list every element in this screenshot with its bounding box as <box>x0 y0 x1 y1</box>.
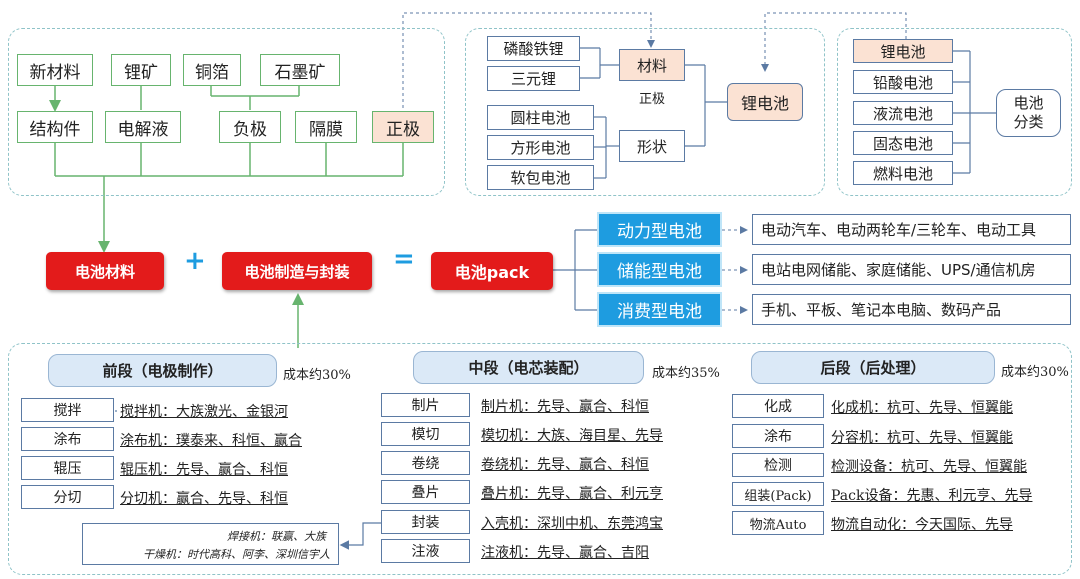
back-step-desc: 检测设备：杭可、先导、恒翼能 <box>831 459 1027 475</box>
copper-foil-box: 铜箔 <box>183 54 241 86</box>
back-step: 涂布 <box>732 424 824 448</box>
front-step-desc: 辊压机：先导、赢合、科恒 <box>120 462 288 478</box>
battery-pack-node: 电池pack <box>431 252 553 290</box>
li-battery-panel <box>465 28 825 196</box>
front-stage-cost: 成本约30% <box>283 368 351 383</box>
fuel-battery-box: 燃料电池 <box>853 161 953 185</box>
battery-category-panel <box>837 28 1072 196</box>
cathode-label: 正极 <box>638 92 665 107</box>
process-panel <box>8 343 1072 575</box>
front-step: 分切 <box>21 485 114 509</box>
middle-step-desc: 模切机：大族、海目星、先导 <box>481 428 663 444</box>
back-step-desc: 物流自动化：今天国际、先导 <box>831 517 1013 533</box>
back-step-desc: 化成机：杭可、先导、恒翼能 <box>831 400 1013 416</box>
back-step-desc: 分容机：杭可、先导、恒翼能 <box>831 430 1013 446</box>
back-step: 检测 <box>732 453 824 477</box>
new-material-box: 新材料 <box>17 54 93 86</box>
front-step-desc: 搅拌机：大族激光、金银河 <box>120 404 288 420</box>
flow-battery-box: 液流电池 <box>853 101 953 125</box>
cathode-box: 正极 <box>372 111 434 143</box>
anode-box: 负极 <box>219 111 281 143</box>
front-step-desc: 分切机：赢合、先导、科恒 <box>120 491 288 507</box>
power-apps-box: 电动汽车、电动两轮车/三轮车、电动工具 <box>752 214 1071 245</box>
middle-step-desc: 卷绕机：先导、赢合、科恒 <box>481 457 649 473</box>
battery-materials-node: 电池材料 <box>46 252 164 290</box>
consumer-battery-box: 消费型电池 <box>597 292 722 327</box>
welding-note-line: 焊接机：联赢、大族 <box>227 530 326 543</box>
back-step: 组装(Pack) <box>732 482 824 506</box>
front-step: 涂布 <box>21 427 114 451</box>
li-battery-box: 锂电池 <box>727 83 803 121</box>
middle-step-desc: 制片机：先导、赢合、科恒 <box>481 399 649 415</box>
storage-apps-box: 电站电网储能、家庭储能、UPS/通信机房 <box>752 254 1071 285</box>
front-step-desc: 涂布机：璞泰来、科恒、赢合 <box>120 433 302 449</box>
middle-step: 注液 <box>381 539 470 563</box>
material-box: 材料 <box>619 49 685 81</box>
separator-box: 隔膜 <box>295 111 357 143</box>
prismatic-box: 方形电池 <box>487 135 594 160</box>
back-stage-title: 后段（后处理） <box>751 351 995 384</box>
shape-box: 形状 <box>619 130 685 162</box>
electrolyte-box: 电解液 <box>105 111 181 143</box>
middle-stage-title: 中段（电芯装配） <box>413 351 644 384</box>
ternary-box: 三元锂 <box>487 66 580 91</box>
middle-step: 叠片 <box>381 480 470 504</box>
lithium-ore-box: 锂矿 <box>111 54 171 86</box>
back-step: 化成 <box>732 394 824 418</box>
battery-category-box: 电池 分类 <box>996 89 1061 137</box>
consumer-apps-box: 手机、平板、笔记本电脑、数码产品 <box>752 294 1071 325</box>
middle-step-desc: 注液机：先导、赢合、吉阳 <box>481 545 649 561</box>
middle-stage-cost: 成本约35% <box>652 366 720 381</box>
lead-acid-box: 铅酸电池 <box>853 70 953 94</box>
back-step: 物流Auto <box>732 511 824 535</box>
middle-step: 模切 <box>381 422 470 446</box>
middle-step-desc: 叠片机：先导、赢合、利元亨 <box>481 486 663 502</box>
cylindrical-box: 圆柱电池 <box>487 105 594 130</box>
solid-battery-box: 固态电池 <box>853 131 953 155</box>
middle-step-desc: 入壳机：深圳中机、东莞鸿宝 <box>481 516 663 532</box>
storage-battery-box: 储能型电池 <box>597 252 722 287</box>
plus-sign: + <box>184 246 206 276</box>
back-step-desc: Pack设备：先惠、利元亨、先导 <box>831 488 1033 504</box>
front-stage-title: 前段（电极制作） <box>48 354 277 387</box>
welding-note-box: 焊接机：联赢、大族 干燥机：时代高科、阿李、深圳信宇人 <box>82 523 339 565</box>
back-stage-cost: 成本约30% <box>1001 365 1069 380</box>
middle-step: 制片 <box>381 393 470 417</box>
manufacturing-node: 电池制造与封装 <box>222 252 372 290</box>
lfp-box: 磷酸铁锂 <box>487 36 580 61</box>
pouch-box: 软包电池 <box>487 165 594 190</box>
li-battery-cat-box: 锂电池 <box>853 39 953 63</box>
drying-note-line: 干燥机：时代高科、阿李、深圳信宇人 <box>143 548 330 561</box>
power-battery-box: 动力型电池 <box>597 212 722 247</box>
equals-sign: = <box>393 244 415 274</box>
middle-step: 封装 <box>381 510 470 534</box>
graphite-ore-box: 石墨矿 <box>260 54 340 86</box>
middle-step: 卷绕 <box>381 451 470 475</box>
front-step: 搅拌 <box>21 398 114 422</box>
structure-box: 结构件 <box>17 111 93 143</box>
materials-panel <box>8 28 445 196</box>
front-step: 辊压 <box>21 456 114 480</box>
